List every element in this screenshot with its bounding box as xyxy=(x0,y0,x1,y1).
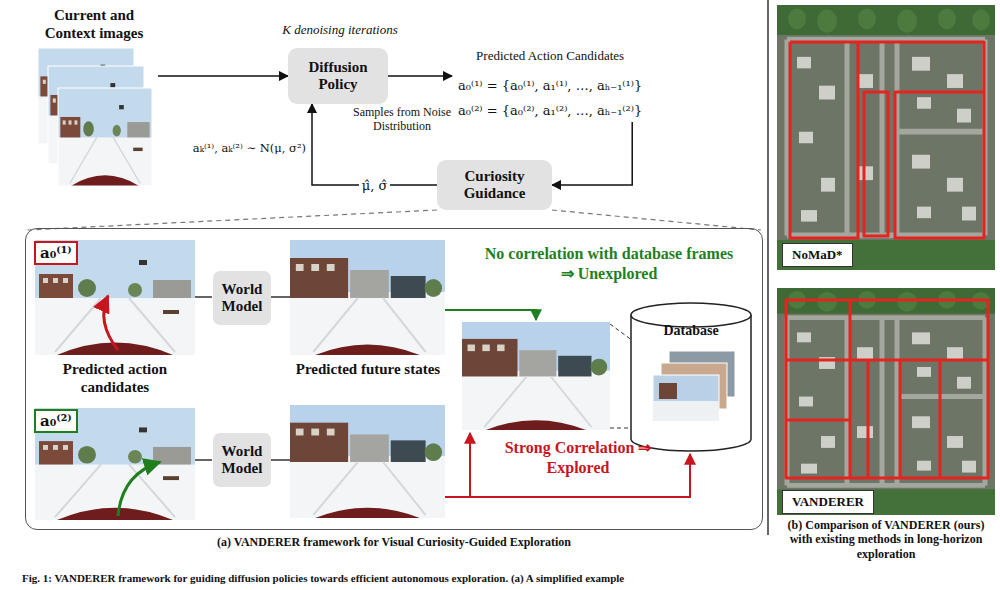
node-text: World Model xyxy=(215,443,269,478)
iteration-note: K denoising iterations xyxy=(270,22,410,38)
process-box: Curiosity Guidance xyxy=(437,160,552,210)
edge-label: μ̂, σ̂ xyxy=(359,178,391,193)
node-text: World Model xyxy=(215,281,269,316)
process-box: Diffusion Policy xyxy=(288,48,388,104)
noise-note: Samples from Noise Distribution xyxy=(352,106,452,134)
map-label: NoMaD* xyxy=(782,243,853,267)
flow-arrow xyxy=(158,75,288,77)
image-caption: Predicted action candidates xyxy=(40,360,190,396)
noise-formula: aₖ⁽¹⁾, aₖ⁽²⁾ ∼ N(μ, σ²) xyxy=(140,141,306,155)
map-label: VANDERER xyxy=(782,490,874,514)
node-text: Database xyxy=(629,301,753,339)
zoom-lines xyxy=(27,210,761,230)
node-text: Current and Context images xyxy=(30,6,158,42)
image-caption: Predicted future states xyxy=(293,360,443,378)
result-note: Strong Correlation ⇒ Explored xyxy=(500,438,656,478)
node-text: NoMaD* xyxy=(792,247,843,263)
node-text: a₀⁽²⁾ xyxy=(40,412,72,430)
maps xyxy=(777,5,995,515)
node-text: Predicted Action Candidates xyxy=(476,48,624,64)
divider xyxy=(768,0,769,535)
action-tag: a₀⁽¹⁾ xyxy=(34,241,78,265)
result-note: No correlation with database frames ⇒ Un… xyxy=(478,244,740,284)
action-arrows xyxy=(104,296,160,516)
figure-caption: Fig. 1: VANDERER framework for guiding d… xyxy=(22,572,624,584)
node-text: Curiosity Guidance xyxy=(440,168,549,203)
panel-images xyxy=(35,240,610,520)
node-text: a₀⁽¹⁾ xyxy=(40,244,72,262)
action-tag: a₀⁽²⁾ xyxy=(34,409,78,433)
image-stack: Current and Context images xyxy=(30,6,158,212)
node-text: Diffusion Policy xyxy=(291,59,385,94)
node-text: VANDERER xyxy=(792,494,864,510)
candidate-block: Predicted Action Candidates a₀⁽¹⁾ = {a₀⁽¹… xyxy=(452,44,648,122)
world-model-box: World Model xyxy=(213,271,271,325)
node-text: a₀⁽²⁾ = {a₀⁽²⁾, a₁⁽²⁾, …, aₕ₋₁⁽²⁾} xyxy=(458,103,642,118)
flow-arrow xyxy=(388,75,452,77)
node-text: (a) VANDERER framework for Visual Curios… xyxy=(26,535,762,550)
world-model-box: World Model xyxy=(213,433,271,487)
node-text: a₀⁽¹⁾ = {a₀⁽¹⁾, a₁⁽¹⁾, …, aₕ₋₁⁽¹⁾} xyxy=(458,78,642,93)
database-cylinder: Database xyxy=(629,301,753,453)
panel-caption: (b) Comparison of VANDERER (ours) with e… xyxy=(780,518,992,561)
flow-arrow xyxy=(552,122,632,185)
context-images xyxy=(38,48,152,186)
